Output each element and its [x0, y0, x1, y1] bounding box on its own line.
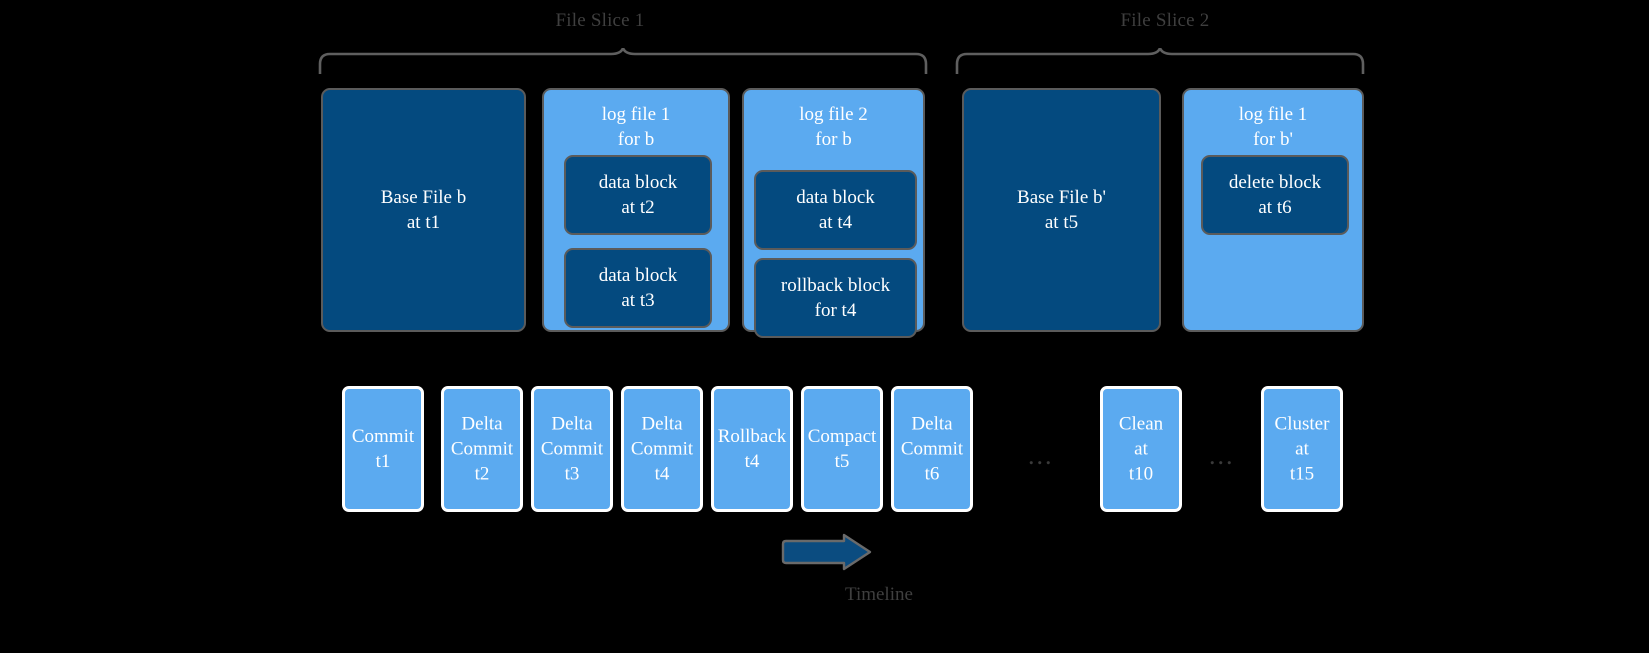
delta-commit-t6-line3: t6 — [924, 463, 940, 485]
timeline-ellipsis-2: ... — [1209, 441, 1235, 470]
base-file-b-line1: Base File b — [380, 187, 467, 208]
rollback-block-t4-line1: rollback block — [780, 275, 891, 296]
timeline-item-commit-t1-text: Commit t1 — [335, 424, 431, 474]
base-file-b-prime-line2: at t5 — [1044, 212, 1079, 233]
timeline-item-delta-commit-t4-text: Delta Commit t4 — [614, 412, 710, 487]
rollback-block-t4-text: rollback block for t4 — [756, 273, 915, 323]
compact-t5-line1: Compact — [807, 426, 877, 447]
data-block-t3-line1: data block — [598, 265, 678, 286]
delete-block-t6-line1: delete block — [1228, 172, 1322, 193]
delta-commit-t6-line2: Commit — [900, 438, 964, 460]
timeline-item-clean-t10-text: Clean at t10 — [1093, 412, 1189, 487]
timeline-item-delta-commit-t4[interactable]: Delta Commit t4 — [621, 386, 703, 512]
timeline-item-compact-t5-text: Compact t5 — [794, 424, 890, 474]
data-block-t4-text: data block at t4 — [756, 185, 915, 235]
data-block-t2-text: data block at t2 — [566, 170, 710, 220]
log-file-1-for-b-prime-box[interactable]: log file 1 for b' delete block at t6 — [1182, 88, 1364, 332]
delete-block-t6[interactable]: delete block at t6 — [1201, 155, 1349, 235]
commit-t1-line1: Commit — [351, 426, 415, 447]
data-block-t2-line2: at t2 — [621, 197, 655, 218]
cluster-t15-line3: t15 — [1289, 463, 1315, 485]
timeline-item-delta-commit-t2[interactable]: Delta Commit t2 — [441, 386, 523, 512]
cluster-t15-line2: at — [1295, 438, 1309, 460]
compact-t5-line2: t5 — [834, 451, 850, 472]
timeline-item-delta-commit-t3[interactable]: Delta Commit t3 — [531, 386, 613, 512]
timeline-direction-arrow — [778, 533, 874, 573]
base-file-b-prime-text: Base File b' at t5 — [964, 185, 1159, 235]
delta-commit-t3-line1: Delta — [551, 413, 593, 435]
timeline-ellipsis-1: ... — [1028, 441, 1054, 470]
log-file-1-for-b-line2: for b — [617, 129, 655, 150]
data-block-t3[interactable]: data block at t3 — [564, 248, 712, 328]
file-slice-2-brace — [955, 48, 1365, 74]
log-file-2-for-b-line2: for b — [815, 129, 852, 150]
log-file-1-for-b-prime-title: log file 1 for b' — [1184, 102, 1362, 152]
rollback-block-t4[interactable]: rollback block for t4 — [754, 258, 917, 338]
file-slice-1-brace — [318, 48, 928, 74]
timeline-item-delta-commit-t6-text: Delta Commit t6 — [884, 412, 980, 487]
delta-commit-t2-line2: Commit — [450, 438, 514, 460]
log-file-1-for-b-prime-line2: for b' — [1253, 129, 1293, 150]
cluster-t15-line1: Cluster — [1274, 413, 1330, 435]
timeline-item-cluster-t15[interactable]: Cluster at t15 — [1261, 386, 1343, 512]
timeline-axis-label: Timeline — [845, 584, 913, 605]
delta-commit-t6-line1: Delta — [911, 413, 953, 435]
base-file-b-text: Base File b at t1 — [323, 185, 524, 235]
file-slice-1-label: File Slice 1 — [555, 10, 645, 31]
timeline-item-delta-commit-t6[interactable]: Delta Commit t6 — [891, 386, 973, 512]
file-slice-2-label: File Slice 2 — [1120, 10, 1210, 31]
log-file-1-for-b-title: log file 1 for b — [544, 102, 728, 152]
log-file-2-for-b-line1: log file 2 — [799, 104, 868, 125]
timeline-item-cluster-t15-text: Cluster at t15 — [1254, 412, 1350, 487]
data-block-t3-text: data block at t3 — [566, 263, 710, 313]
base-file-b-prime-box[interactable]: Base File b' at t5 — [962, 88, 1161, 332]
delta-commit-t2-line3: t2 — [474, 463, 490, 485]
commit-t1-line2: t1 — [375, 451, 391, 472]
rollback-t4-line1: Rollback — [717, 426, 787, 447]
data-block-t4-line2: at t4 — [818, 212, 853, 233]
log-file-1-for-b-box[interactable]: log file 1 for b data block at t2 data b… — [542, 88, 730, 332]
timeline-item-delta-commit-t2-text: Delta Commit t2 — [434, 412, 530, 487]
delta-commit-t4-line2: Commit — [630, 438, 694, 460]
log-file-1-for-b-line1: log file 1 — [601, 104, 671, 125]
delta-commit-t2-line1: Delta — [461, 413, 503, 435]
rollback-t4-line2: t4 — [744, 451, 760, 472]
log-file-1-for-b-prime-line1: log file 1 — [1238, 104, 1308, 125]
rollback-block-t4-line2: for t4 — [814, 300, 857, 321]
base-file-b-prime-line1: Base File b' — [1017, 187, 1106, 208]
clean-t10-line3: t10 — [1128, 463, 1154, 485]
log-file-2-for-b-title: log file 2 for b — [744, 102, 923, 152]
timeline-item-delta-commit-t3-text: Delta Commit t3 — [524, 412, 620, 487]
delta-commit-t3-line3: t3 — [564, 463, 580, 485]
data-block-t2[interactable]: data block at t2 — [564, 155, 712, 235]
delete-block-t6-line2: at t6 — [1258, 197, 1292, 218]
delta-commit-t4-line1: Delta — [641, 413, 683, 435]
base-file-b-box[interactable]: Base File b at t1 — [321, 88, 526, 332]
delta-commit-t3-line2: Commit — [540, 438, 604, 460]
delta-commit-t4-line3: t4 — [654, 463, 670, 485]
timeline-item-compact-t5[interactable]: Compact t5 — [801, 386, 883, 512]
data-block-t3-line2: at t3 — [621, 290, 655, 311]
data-block-t4-line1: data block — [796, 187, 875, 208]
data-block-t2-line1: data block — [598, 172, 678, 193]
timeline-item-rollback-t4-text: Rollback t4 — [704, 424, 800, 474]
log-file-2-for-b-box[interactable]: log file 2 for b data block at t4 rollba… — [742, 88, 925, 338]
timeline-item-commit-t1[interactable]: Commit t1 — [342, 386, 424, 512]
clean-t10-line2: at — [1134, 438, 1148, 460]
data-block-t4[interactable]: data block at t4 — [754, 170, 917, 250]
clean-t10-line1: Clean — [1118, 413, 1164, 435]
timeline-item-clean-t10[interactable]: Clean at t10 — [1100, 386, 1182, 512]
timeline-item-rollback-t4[interactable]: Rollback t4 — [711, 386, 793, 512]
base-file-b-line2: at t1 — [406, 212, 441, 233]
delete-block-t6-text: delete block at t6 — [1203, 170, 1347, 220]
